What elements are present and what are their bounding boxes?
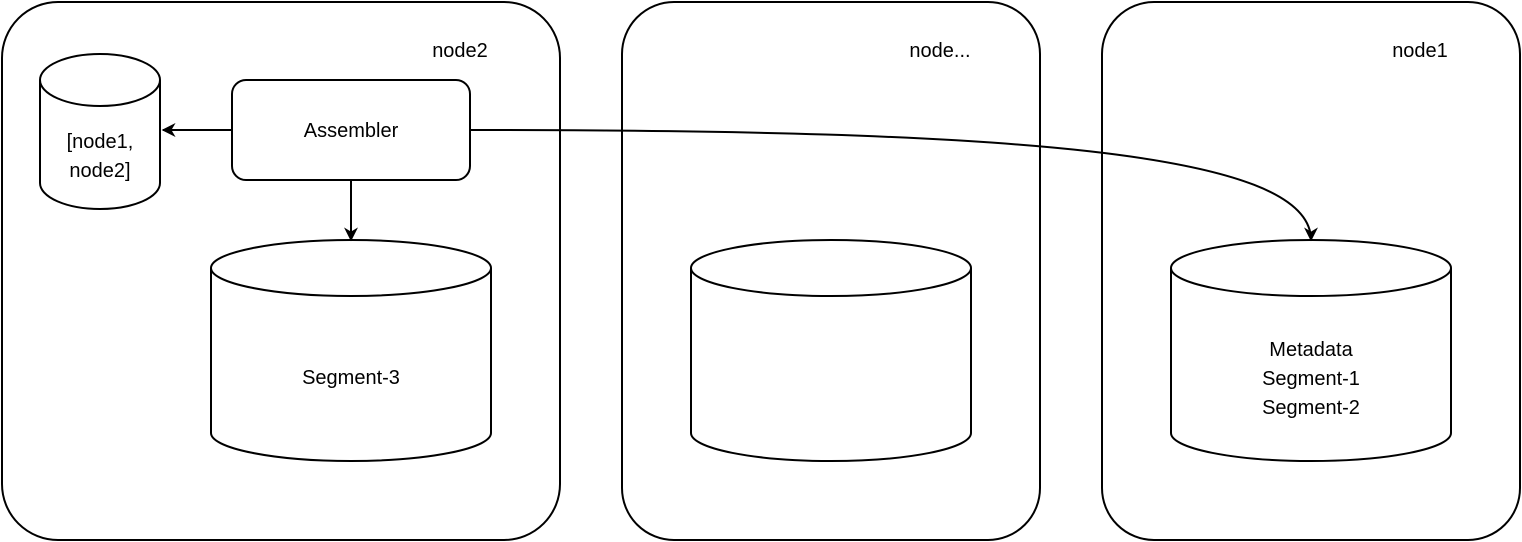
- node1-store-line3: Segment-2: [1262, 397, 1360, 419]
- node-list-line1: [node1,: [67, 131, 134, 153]
- segment3-store: Segment-3: [210, 239, 492, 462]
- node-list-line2: node2]: [69, 160, 130, 182]
- node1-title: node1: [1392, 40, 1448, 62]
- node-list-store: [node1, node2]: [39, 53, 161, 210]
- assembler-label: Assembler: [304, 120, 399, 142]
- empty-store: [690, 239, 972, 462]
- segment3-label: Segment-3: [302, 367, 400, 389]
- assembler-box: Assembler: [231, 79, 471, 181]
- node1-store-line1: Metadata: [1269, 339, 1353, 361]
- node2-title: node2: [432, 40, 488, 62]
- arrow-assembler-to-node1-store: [469, 129, 1318, 242]
- node1-store: Metadata Segment-1 Segment-2: [1170, 239, 1452, 462]
- node1-store-line2: Segment-1: [1262, 368, 1360, 390]
- node-more-title: node...: [909, 40, 970, 62]
